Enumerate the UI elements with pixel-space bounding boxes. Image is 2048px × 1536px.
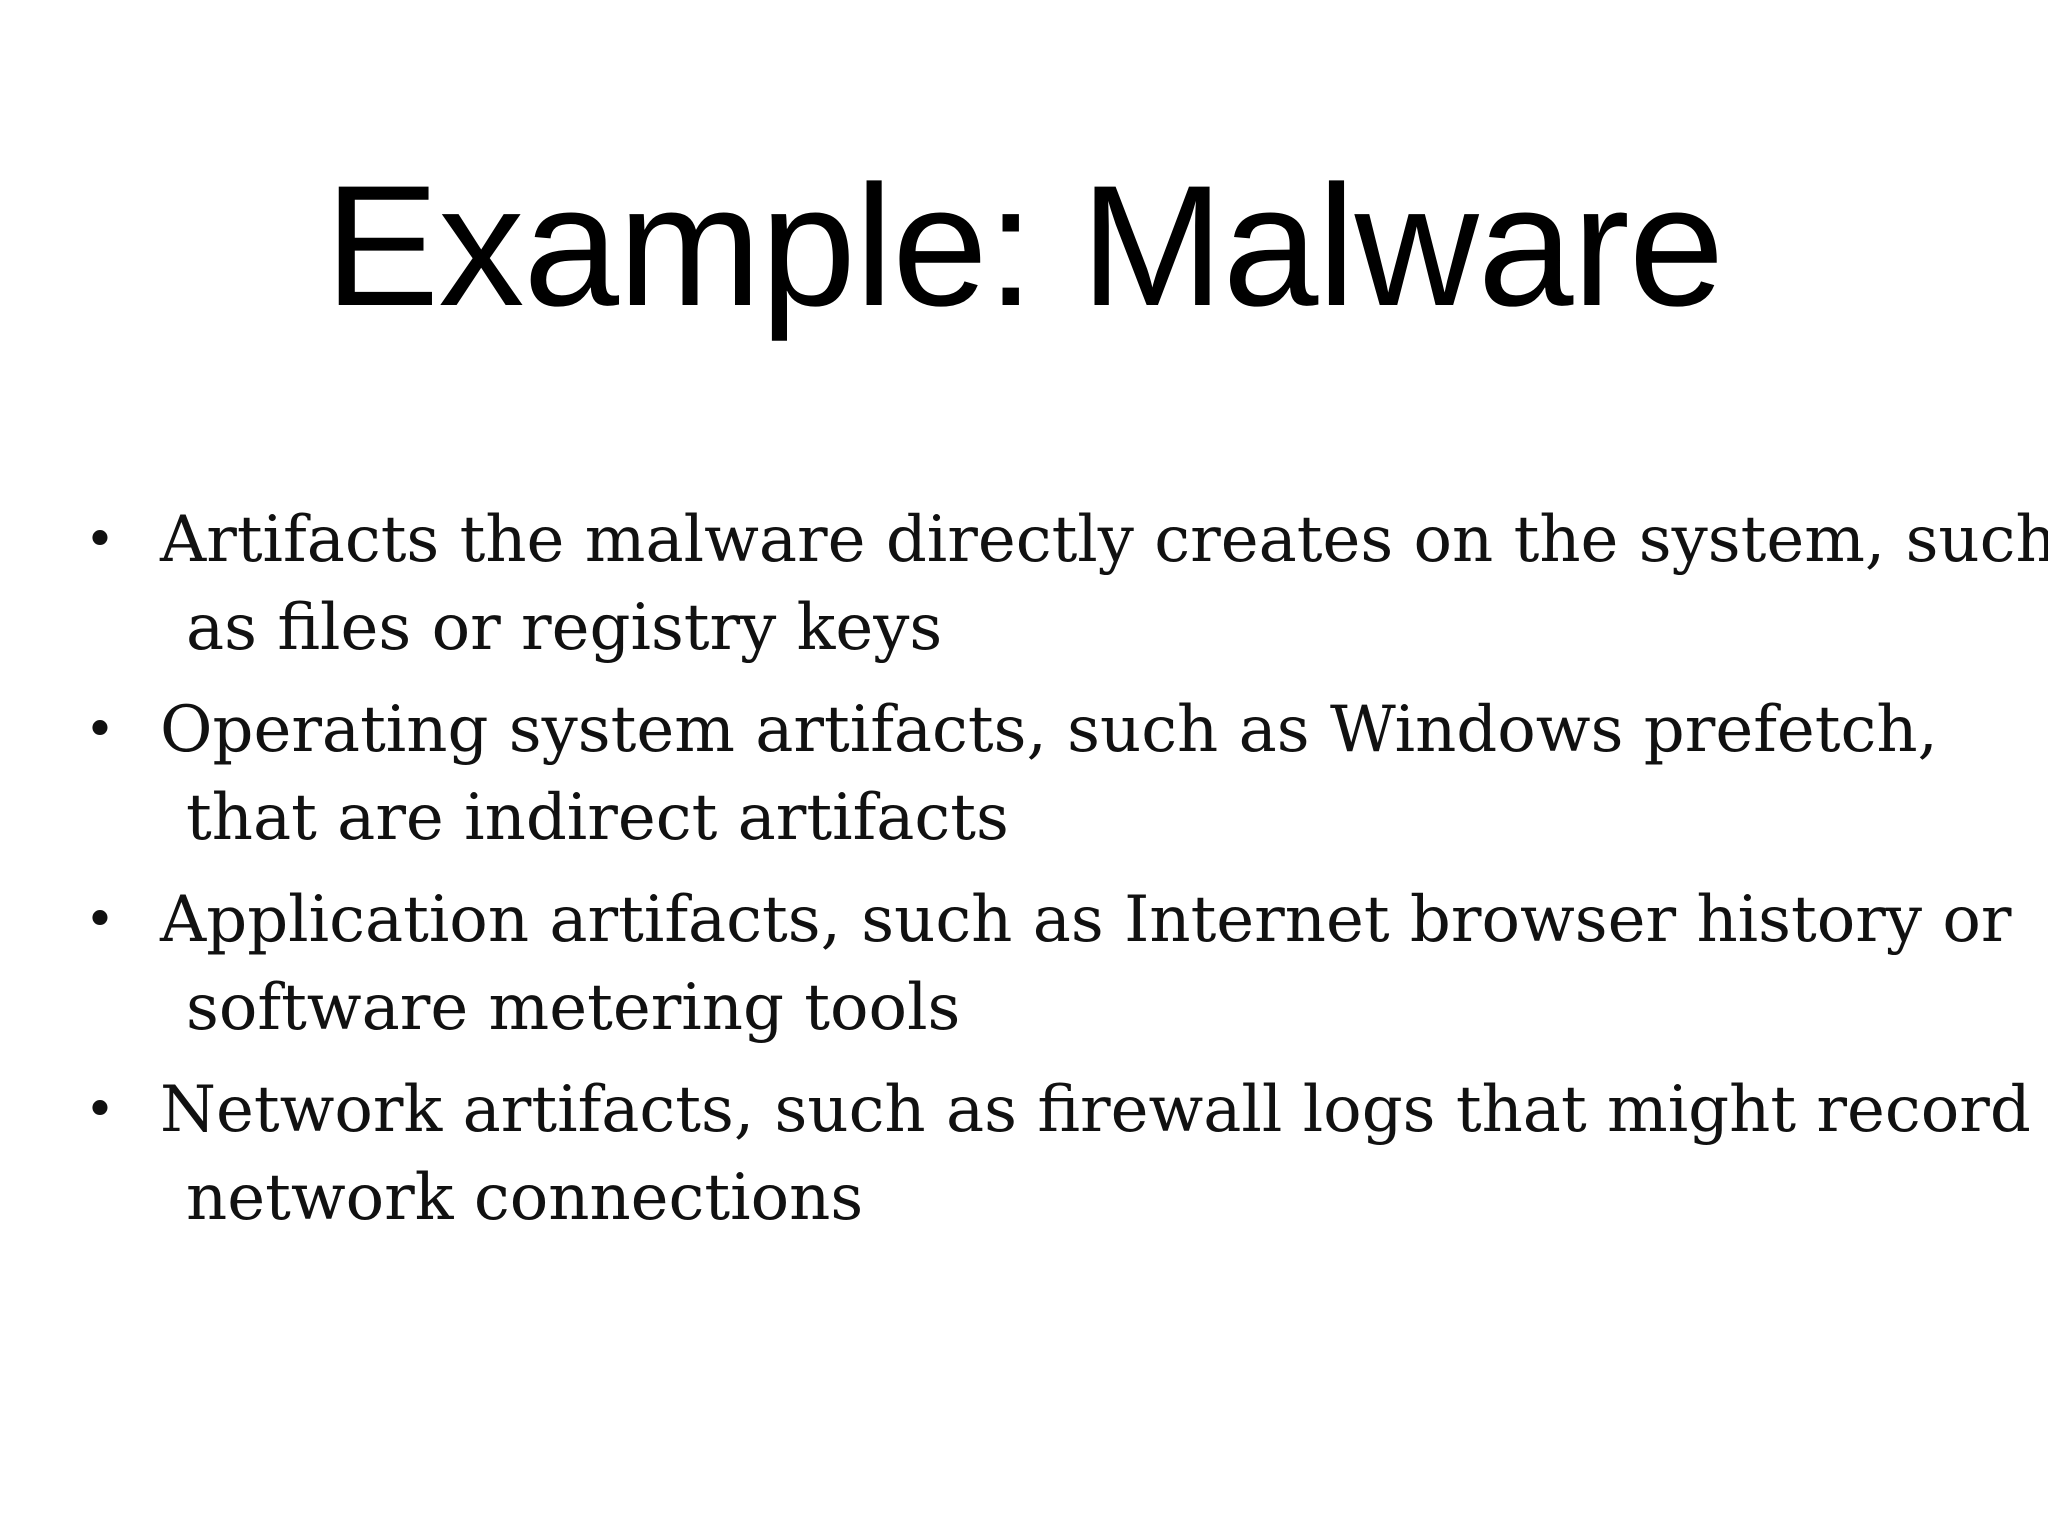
bullet-item: • Artifacts the malware directly creates… — [70, 496, 2048, 672]
bullet-list: • Artifacts the malware directly creates… — [70, 496, 2048, 1256]
bullet-dot-icon: • — [84, 510, 116, 570]
bullet-text-line: network connections — [186, 1161, 864, 1235]
bullet-dot-icon: • — [84, 890, 116, 950]
bullet-item: • Application artifacts, such as Interne… — [70, 876, 2012, 1052]
bullet-text-line: Artifacts the malware directly creates o… — [160, 503, 2048, 577]
bullet-text-line: as files or registry keys — [186, 591, 943, 665]
bullet-dot-icon: • — [84, 1080, 116, 1140]
bullet-item: • Network artifacts, such as firewall lo… — [70, 1066, 2031, 1242]
slide-title: Example: Malware — [324, 150, 1725, 342]
bullet-text-line: Network artifacts, such as firewall logs… — [160, 1073, 2031, 1147]
bullet-text-line: Operating system artifacts, such as Wind… — [160, 693, 1938, 767]
bullet-text-line: software metering tools — [186, 971, 961, 1045]
bullet-item: • Operating system artifacts, such as Wi… — [70, 686, 2000, 862]
bullet-text-line: Application artifacts, such as Internet … — [160, 883, 2012, 957]
bullet-dot-icon: • — [84, 700, 116, 760]
bullet-text-line: that are indirect artifacts — [186, 781, 1009, 855]
